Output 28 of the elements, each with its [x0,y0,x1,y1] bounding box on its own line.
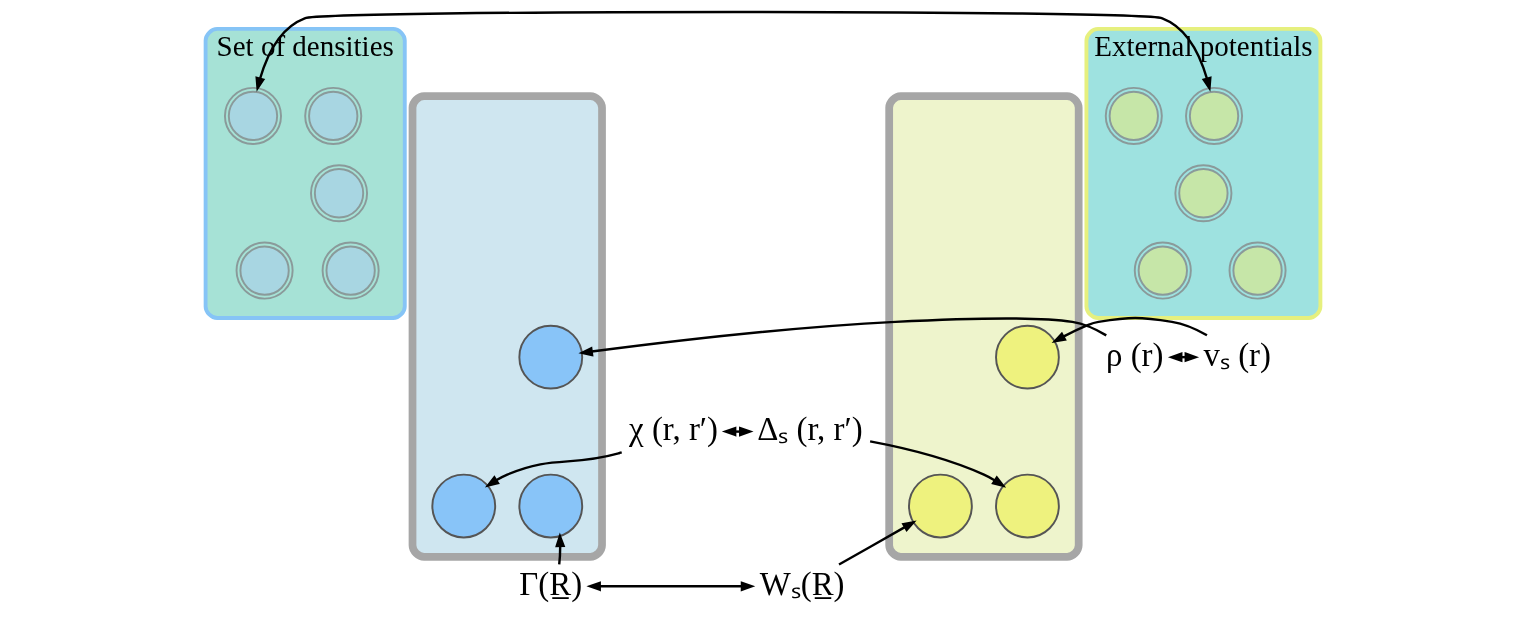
node-circle [518,324,584,390]
arrow [838,520,917,566]
node-picture [235,241,294,300]
node-text: vₛ (r) [1203,336,1271,373]
node-text: ρ (r) [1106,336,1164,373]
node-picture [1133,241,1192,300]
node-circle [995,473,1060,539]
cluster [408,92,606,561]
arrow [586,581,756,592]
node-text: Δₛ (r, r′) [757,411,863,447]
node-circle [995,324,1060,390]
node-circle [518,473,584,539]
node-picture [1228,241,1287,300]
arrow [578,317,1107,357]
node-picture [1174,164,1233,223]
cluster: External potentials [1084,26,1323,320]
node-text: χ (r, r′) [629,411,718,447]
node-picture [321,241,380,300]
node-circle [431,473,497,539]
arrow [555,532,566,565]
arrow [255,10,1212,92]
arrow [721,426,754,437]
node-circle [908,473,973,539]
arrow [484,451,623,488]
node-text: Wₛ(R̲) [759,565,845,602]
cluster [885,92,1083,561]
arrow [1051,316,1208,343]
node-text: Γ(R̲) [519,565,583,602]
